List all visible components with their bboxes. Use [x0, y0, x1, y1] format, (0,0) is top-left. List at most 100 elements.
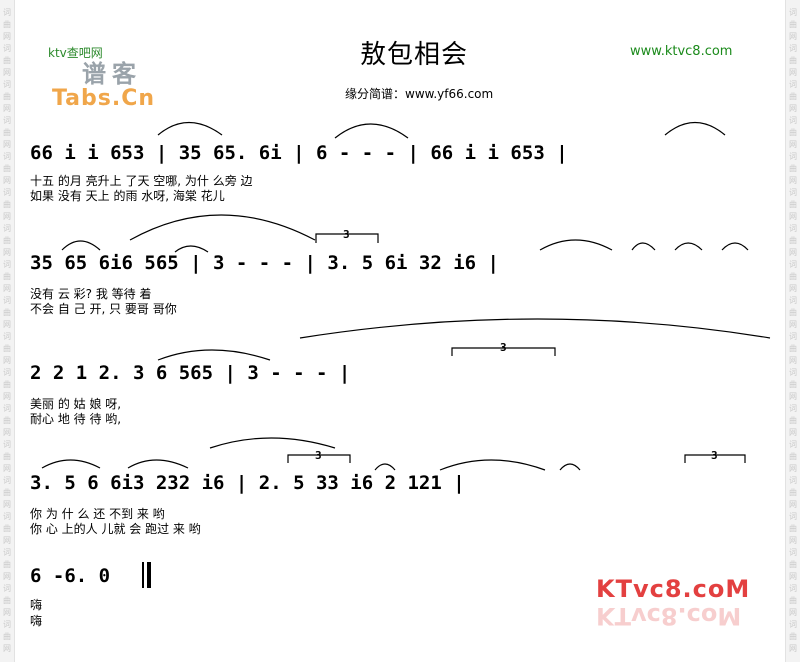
side-watermark-char: 曲	[3, 524, 11, 533]
side-watermark-char: 词	[3, 260, 11, 269]
right-watermark-strip: 词曲网词曲网词曲网词曲网词曲网词曲网词曲网词曲网词曲网词曲网词曲网词曲网词曲网词…	[785, 0, 800, 662]
side-watermark-char: 曲	[3, 128, 11, 137]
side-watermark-char: 词	[3, 440, 11, 449]
side-watermark-char: 词	[789, 512, 797, 521]
side-watermark-char: 网	[789, 572, 797, 581]
side-watermark-char: 网	[789, 608, 797, 617]
lyric-row-1-line-1: 十五 的月 亮升上 了天 空哪, 为什 么旁 边	[30, 174, 253, 188]
side-watermark-char: 网	[789, 428, 797, 437]
lyric-row-4-line-2: 你 心 上的人 儿就 会 跑过 来 哟	[30, 522, 201, 536]
side-watermark-char: 曲	[789, 524, 797, 533]
left-watermark-strip: 词曲网词曲网词曲网词曲网词曲网词曲网词曲网词曲网词曲网词曲网词曲网词曲网词曲网词…	[0, 0, 15, 662]
side-watermark-char: 网	[789, 176, 797, 185]
side-watermark-char: 词	[3, 512, 11, 521]
side-watermark-char: 曲	[789, 560, 797, 569]
side-watermark-char: 曲	[789, 632, 797, 641]
side-watermark-char: 词	[789, 548, 797, 557]
side-watermark-char: 网	[3, 32, 11, 41]
side-watermark-char: 词	[3, 188, 11, 197]
side-watermark-char: 网	[789, 284, 797, 293]
side-watermark-char: 词	[789, 440, 797, 449]
side-watermark-char: 词	[789, 296, 797, 305]
side-watermark-char: 曲	[3, 164, 11, 173]
side-watermark-char: 曲	[789, 236, 797, 245]
side-watermark-char: 词	[3, 548, 11, 557]
svg-text:3: 3	[711, 449, 718, 462]
side-watermark-char: 网	[789, 140, 797, 149]
side-watermark-char: 网	[789, 32, 797, 41]
side-watermark-char: 网	[789, 500, 797, 509]
side-watermark-char: 曲	[789, 452, 797, 461]
side-watermark-char: 曲	[3, 596, 11, 605]
side-watermark-char: 曲	[3, 380, 11, 389]
side-watermark-char: 词	[789, 476, 797, 485]
side-watermark-char: 曲	[3, 416, 11, 425]
lyric-row-2-line-2: 不会 自 己 开, 只 要哥 哥你	[30, 302, 177, 316]
side-watermark-char: 词	[3, 368, 11, 377]
side-watermark-char: 曲	[789, 128, 797, 137]
side-watermark-char: 曲	[789, 56, 797, 65]
notes-row-4: 3. 5 6 6i3 232 i6 | 2. 5 33 i6 2 121 |	[30, 472, 465, 494]
puke-logo: 谱客	[82, 60, 142, 88]
site-name-left: ktv查吧网	[48, 46, 103, 60]
side-watermark-char: 网	[789, 104, 797, 113]
side-watermark-char: 网	[789, 248, 797, 257]
side-watermark-char: 曲	[789, 200, 797, 209]
notes-row-5: 6 -6. 0	[30, 565, 111, 587]
side-watermark-char: 网	[3, 608, 11, 617]
side-watermark-char: 网	[3, 284, 11, 293]
side-watermark-char: 词	[3, 152, 11, 161]
side-watermark-char: 网	[789, 68, 797, 77]
svg-text:3: 3	[500, 341, 507, 354]
side-watermark-char: 网	[3, 428, 11, 437]
svg-text:3: 3	[315, 449, 322, 462]
lyric-row-1-line-2: 如果 没有 天上 的雨 水呀, 海棠 花儿	[30, 189, 225, 203]
side-watermark-char: 曲	[3, 56, 11, 65]
side-watermark-char: 网	[3, 356, 11, 365]
side-watermark-char: 网	[789, 320, 797, 329]
side-watermark-char: 词	[3, 80, 11, 89]
side-watermark-char: 网	[3, 536, 11, 545]
notes-row-2: 35 65 6i6 565 | 3 - - - | 3. 5 6i 32 i6 …	[30, 252, 499, 274]
side-watermark-char: 曲	[3, 488, 11, 497]
side-watermark-char: 词	[789, 404, 797, 413]
side-watermark-char: 曲	[3, 560, 11, 569]
side-watermark-char: 词	[789, 260, 797, 269]
lyric-row-5-line-1: 嗨	[30, 598, 43, 612]
side-watermark-char: 网	[3, 572, 11, 581]
side-watermark-char: 曲	[3, 236, 11, 245]
side-watermark-char: 词	[3, 620, 11, 629]
side-watermark-char: 网	[3, 176, 11, 185]
side-watermark-char: 网	[789, 644, 797, 653]
side-watermark-char: 曲	[3, 632, 11, 641]
side-watermark-char: 词	[3, 116, 11, 125]
side-watermark-char: 网	[3, 500, 11, 509]
side-watermark-char: 词	[789, 80, 797, 89]
page-subtitle: 缘分简谱：www.yf66.com	[345, 87, 494, 101]
side-watermark-char: 网	[3, 212, 11, 221]
side-watermark-char: 曲	[3, 452, 11, 461]
side-watermark-char: 词	[789, 188, 797, 197]
side-watermark-char: 词	[3, 44, 11, 53]
side-watermark-char: 词	[3, 8, 11, 17]
svg-text:3: 3	[343, 228, 350, 241]
side-watermark-char: 曲	[3, 200, 11, 209]
side-watermark-char: 网	[3, 320, 11, 329]
side-watermark-char: 网	[3, 248, 11, 257]
side-watermark-char: 网	[789, 212, 797, 221]
site-url-right: www.ktvc8.com	[630, 44, 733, 59]
side-watermark-char: 词	[789, 584, 797, 593]
side-watermark-char: 曲	[3, 92, 11, 101]
side-watermark-char: 词	[3, 332, 11, 341]
side-watermark-char: 网	[3, 392, 11, 401]
side-watermark-char: 网	[789, 392, 797, 401]
side-watermark-char: 曲	[789, 596, 797, 605]
side-watermark-char: 网	[789, 536, 797, 545]
side-watermark-char: 曲	[789, 20, 797, 29]
ktvc8-logo: KTvc8.coM	[596, 575, 751, 603]
side-watermark-char: 曲	[789, 344, 797, 353]
lyric-row-5-line-2: 嗨	[30, 614, 43, 628]
side-watermark-char: 词	[789, 8, 797, 17]
side-watermark-char: 曲	[3, 20, 11, 29]
